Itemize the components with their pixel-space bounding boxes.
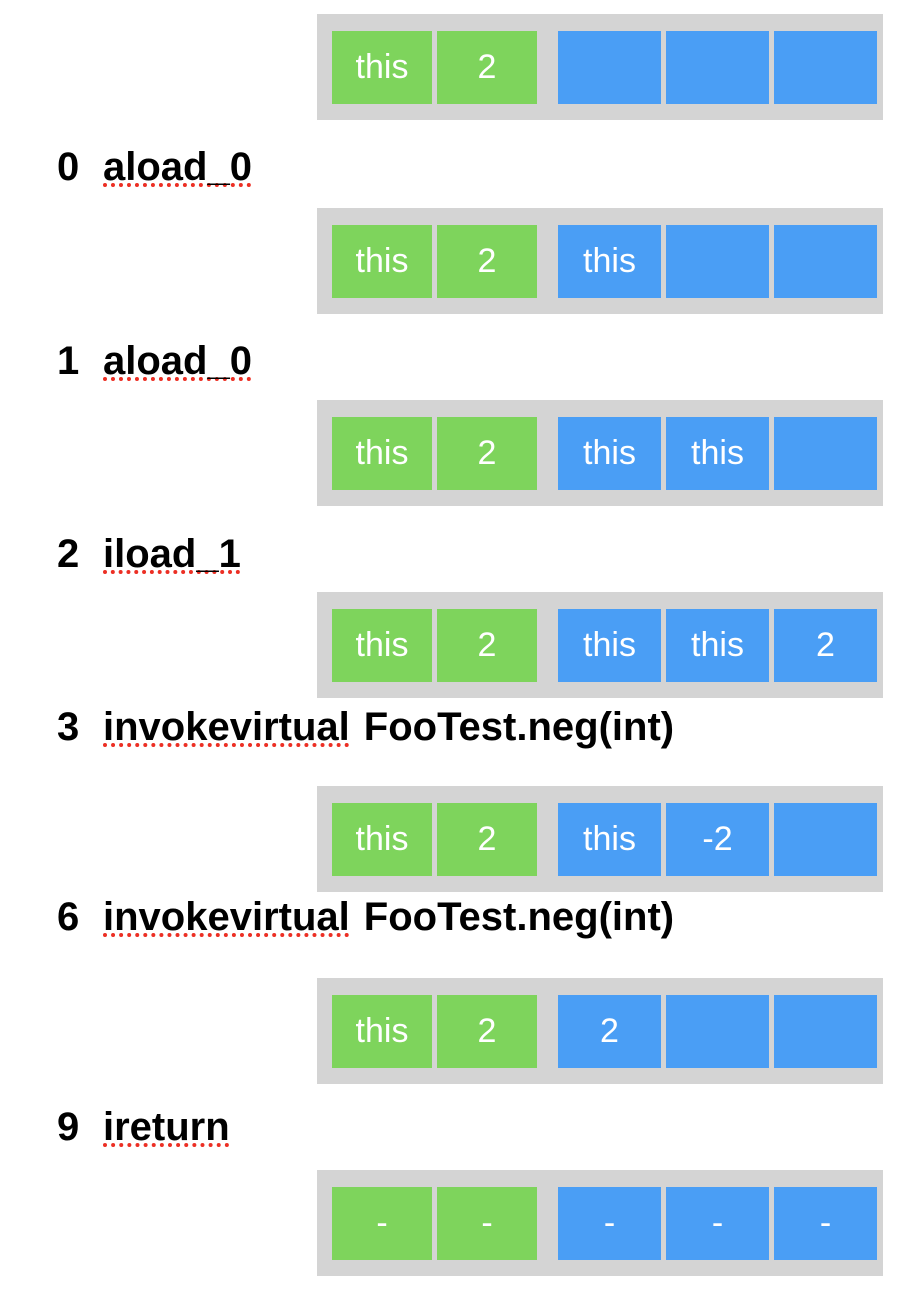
instruction-pc: 3 — [57, 705, 80, 749]
locals-cell: 2 — [437, 416, 537, 490]
stack-cell — [558, 30, 661, 104]
stack-cell — [774, 224, 877, 298]
operand-stack-group: this this 2 — [558, 608, 877, 682]
locals-cell: this — [332, 802, 432, 876]
locals-cell: - — [332, 1186, 432, 1260]
stack-cell — [774, 994, 877, 1068]
stack-state-row: this 2 this -2 — [317, 786, 883, 892]
operand-stack-group: - - - — [558, 1186, 877, 1260]
instruction-opcode: ireturn — [103, 1105, 230, 1149]
locals-group: this 2 — [332, 994, 537, 1068]
operand-stack-group: this this — [558, 416, 877, 490]
locals-group: this 2 — [332, 30, 537, 104]
stack-cell: 2 — [558, 994, 661, 1068]
locals-cell: - — [437, 1186, 537, 1260]
locals-cell: this — [332, 416, 432, 490]
instruction-opcode: invokevirtual — [103, 895, 350, 939]
stack-cell: - — [558, 1186, 661, 1260]
instruction-line: 3 invokevirtual FooTest.neg(int) — [57, 700, 674, 754]
instruction-opcode: aload_0 — [103, 339, 252, 383]
locals-group: this 2 — [332, 224, 537, 298]
instruction-line: 9 ireturn — [57, 1100, 230, 1154]
operand-stack-group: this -2 — [558, 802, 877, 876]
stack-cell — [666, 994, 769, 1068]
operand-stack-group — [558, 30, 877, 104]
instruction-opcode: invokevirtual — [103, 705, 350, 749]
locals-cell: 2 — [437, 994, 537, 1068]
locals-group: this 2 — [332, 416, 537, 490]
stack-cell: - — [666, 1186, 769, 1260]
locals-group: this 2 — [332, 802, 537, 876]
stack-cell: this — [558, 802, 661, 876]
stack-cell — [774, 416, 877, 490]
stack-cell: this — [558, 224, 661, 298]
locals-cell: this — [332, 224, 432, 298]
instruction-pc: 0 — [57, 145, 80, 189]
stack-cell: -2 — [666, 802, 769, 876]
locals-cell: this — [332, 30, 432, 104]
locals-group: - - — [332, 1186, 537, 1260]
locals-cell: this — [332, 608, 432, 682]
locals-cell: 2 — [437, 224, 537, 298]
stack-state-row: this 2 this — [317, 208, 883, 314]
stack-state-row: - - - - - — [317, 1170, 883, 1276]
stack-cell — [774, 30, 877, 104]
stack-cell: this — [666, 608, 769, 682]
stack-cell: this — [666, 416, 769, 490]
stack-cell: this — [558, 608, 661, 682]
instruction-pc: 6 — [57, 895, 80, 939]
operand-stack-group: 2 — [558, 994, 877, 1068]
instruction-line: 0 aload_0 — [57, 140, 252, 194]
stack-state-row: this 2 — [317, 14, 883, 120]
stack-cell: 2 — [774, 608, 877, 682]
locals-group: this 2 — [332, 608, 537, 682]
stack-state-row: this 2 this this 2 — [317, 592, 883, 698]
instruction-line: 6 invokevirtual FooTest.neg(int) — [57, 890, 674, 944]
instruction-pc: 1 — [57, 339, 80, 383]
instruction-opcode: iload_1 — [103, 532, 241, 576]
stack-cell — [774, 802, 877, 876]
stack-state-row: this 2 2 — [317, 978, 883, 1084]
stack-cell — [666, 224, 769, 298]
stack-cell: this — [558, 416, 661, 490]
operand-stack-group: this — [558, 224, 877, 298]
instruction-pc: 9 — [57, 1105, 80, 1149]
instruction-opcode: aload_0 — [103, 145, 252, 189]
locals-cell: this — [332, 994, 432, 1068]
locals-cell: 2 — [437, 30, 537, 104]
stack-cell: - — [774, 1186, 877, 1260]
locals-cell: 2 — [437, 608, 537, 682]
stack-cell — [666, 30, 769, 104]
instruction-line: 1 aload_0 — [57, 334, 252, 388]
instruction-operand: FooTest.neg(int) — [363, 895, 675, 939]
instruction-operand: FooTest.neg(int) — [363, 705, 675, 749]
stack-state-row: this 2 this this — [317, 400, 883, 506]
instruction-pc: 2 — [57, 532, 80, 576]
instruction-line: 2 iload_1 — [57, 527, 241, 581]
locals-cell: 2 — [437, 802, 537, 876]
